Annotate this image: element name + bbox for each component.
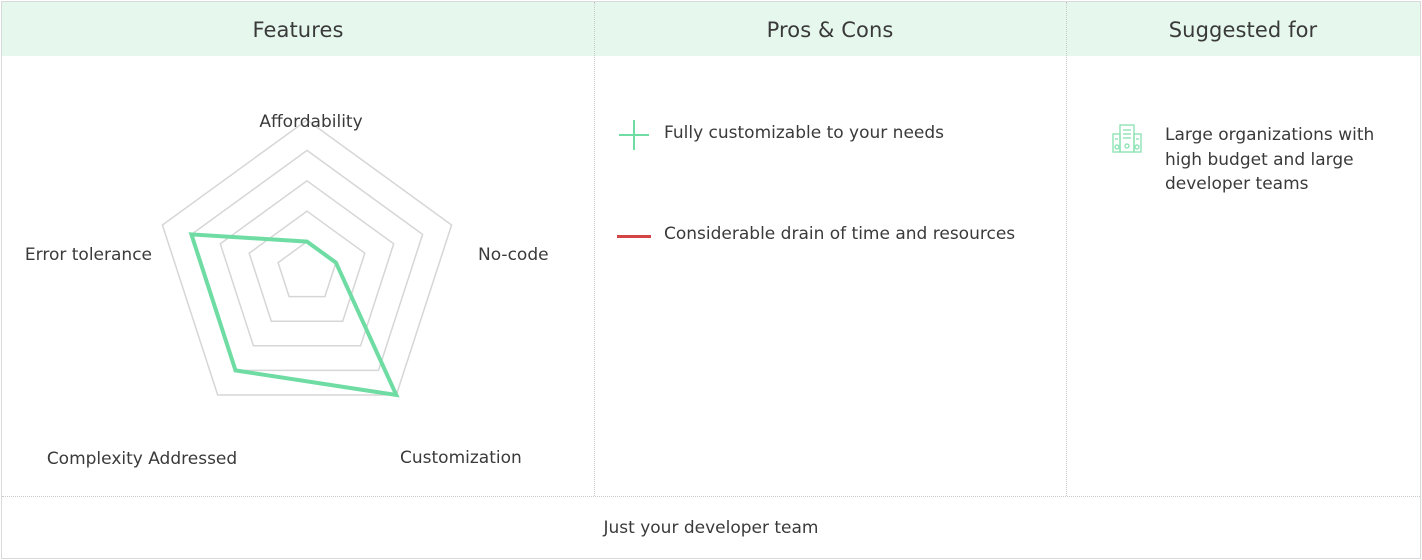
radar-grid-ring <box>219 179 395 347</box>
radar-grid-ring <box>277 240 337 298</box>
con-item: Considerable drain of time and resources <box>664 224 1016 244</box>
radar-grid-ring <box>190 149 424 372</box>
radar-axis-label: Customization <box>400 448 522 468</box>
column-divider <box>594 2 595 496</box>
radar-axis-label: Error tolerance <box>25 245 152 265</box>
pro-item: Fully customizable to your needs <box>664 123 945 143</box>
radar-series-shape <box>188 232 400 398</box>
features-heading: Features <box>252 18 344 42</box>
minus-icon <box>617 235 651 238</box>
radar-grid-ring <box>248 210 366 322</box>
radar-axis-label: Affordability <box>259 112 362 132</box>
radar-grid-ring <box>161 119 453 396</box>
plus-icon <box>619 120 649 150</box>
radar-axis-label: Complexity Addressed <box>47 449 237 469</box>
suggested-audience: Large organizations with high budget and… <box>1165 125 1375 194</box>
column-divider <box>1066 2 1067 496</box>
suggested-for-heading: Suggested for <box>1168 18 1318 42</box>
radar-axis-label: No-code <box>478 245 549 265</box>
header-row: Features Pros & Cons Suggested for <box>2 2 1420 56</box>
row-divider <box>2 496 1420 497</box>
building-icon <box>1112 124 1142 153</box>
footer-note: Just your developer team <box>603 518 819 538</box>
pros-cons-heading: Pros & Cons <box>766 18 894 42</box>
